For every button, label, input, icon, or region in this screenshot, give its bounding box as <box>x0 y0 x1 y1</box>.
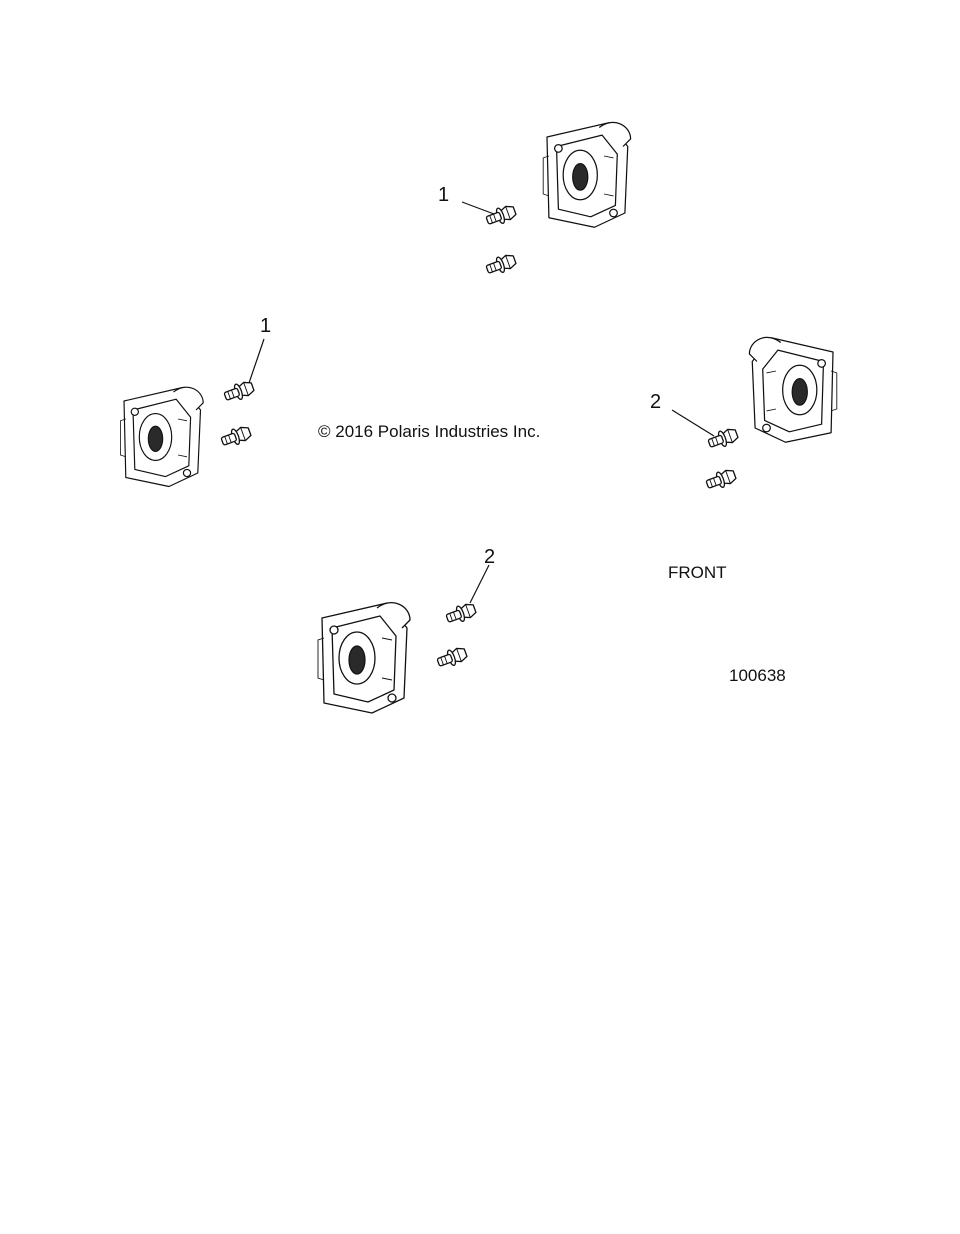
bolt-bottom-1 <box>443 600 478 627</box>
caliper-bottom <box>317 601 411 714</box>
bolt-top-1 <box>483 202 518 229</box>
leader-line-top <box>461 201 495 215</box>
leader-line-right <box>671 409 715 437</box>
bolt-right-1 <box>705 425 740 452</box>
leader-line-left <box>248 338 265 384</box>
bolt-bottom-2 <box>434 644 469 671</box>
front-label: FRONT <box>668 563 727 582</box>
caliper-right <box>748 336 838 443</box>
callout-bottom: 2 <box>484 546 495 568</box>
caliper-top <box>542 121 632 228</box>
bolt-left-2 <box>218 423 253 450</box>
bolt-left-1 <box>221 378 256 405</box>
bolt-top-2 <box>483 251 518 278</box>
diagram-number: 100638 <box>729 666 786 685</box>
callout-left: 1 <box>260 315 271 337</box>
callout-top: 1 <box>438 184 449 206</box>
leader-line-bottom <box>469 564 490 604</box>
callout-right: 2 <box>650 391 661 413</box>
copyright-text: © 2016 Polaris Industries Inc. <box>318 422 540 441</box>
bolt-right-2 <box>703 466 738 493</box>
caliper-left <box>119 386 204 488</box>
